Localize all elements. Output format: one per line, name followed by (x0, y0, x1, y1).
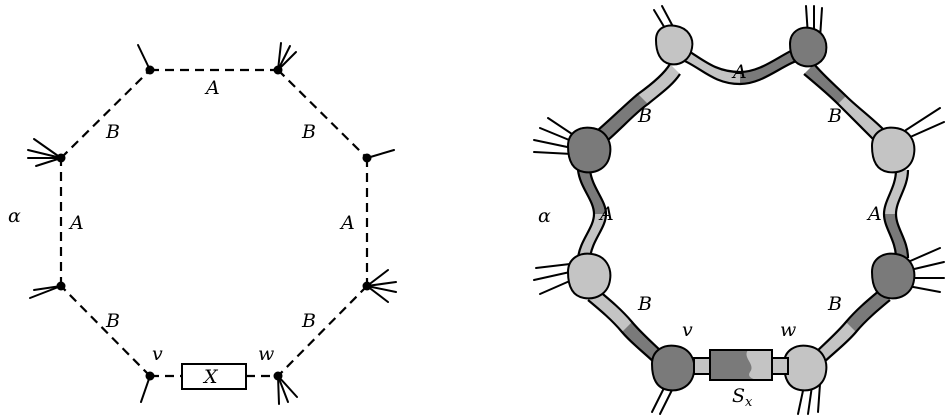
right-label-upper-left-b: B (637, 105, 652, 127)
right-band-top-dark (740, 45, 805, 84)
left-edge-lower-left (60, 285, 151, 377)
left-label-upper-right-b: B (301, 121, 316, 143)
right-label-lower-right-b: B (827, 293, 842, 315)
left-vertex-w (273, 371, 298, 405)
right-label-top-a: A (731, 61, 747, 83)
right-label-right-a: A (866, 203, 882, 225)
right-vertex-w (782, 344, 828, 415)
left-vertex-top-left (137, 44, 155, 75)
right-vertex-top-left (653, 5, 694, 66)
right-label-upper-right-b: B (827, 105, 842, 127)
left-vertex-lower-right (362, 269, 397, 303)
left-vertex-upper-right (362, 149, 395, 163)
left-edge-upper-right (277, 69, 368, 159)
right-label-alpha: α (538, 205, 551, 227)
left-box-label-x: X (202, 366, 219, 388)
right-octagon-surface: A B B A A B B α v w Sx (533, 5, 945, 415)
right-label-lower-left-b: B (637, 293, 652, 315)
right-band-top-light (678, 45, 805, 84)
right-box-label-s: Sx (732, 385, 753, 410)
right-label-v: v (682, 319, 693, 341)
right-vertex-lower-right (870, 247, 945, 300)
left-vertex-upper-left (27, 138, 66, 167)
left-label-right-a: A (339, 212, 355, 234)
left-label-top-a: A (204, 77, 220, 99)
left-edge-lower-right (277, 285, 368, 377)
left-label-lower-right-b: B (301, 310, 316, 332)
left-label-v: v (152, 343, 163, 365)
left-octagon-graph: A B B A A B B α v w X (8, 42, 397, 405)
left-label-upper-left-b: B (105, 121, 120, 143)
left-box-x (181, 363, 247, 390)
left-label-lower-left-b: B (105, 310, 120, 332)
left-vertex-lower-left (29, 281, 66, 299)
right-label-left-a: A (598, 203, 614, 225)
right-vertex-upper-left (533, 117, 612, 174)
right-vertex-lower-left (533, 252, 612, 300)
right-vertex-v (650, 344, 696, 415)
left-vertex-v (140, 371, 155, 403)
left-edge-upper-left (60, 69, 151, 159)
left-vertex-top-right (273, 42, 297, 75)
left-label-alpha: α (8, 205, 21, 227)
right-box-sx (693, 349, 789, 381)
left-label-left-a: A (68, 212, 84, 234)
right-vertex-upper-right (870, 107, 945, 174)
left-label-w: w (258, 343, 274, 365)
right-vertex-top-right (788, 5, 828, 68)
right-label-w: w (780, 319, 796, 341)
